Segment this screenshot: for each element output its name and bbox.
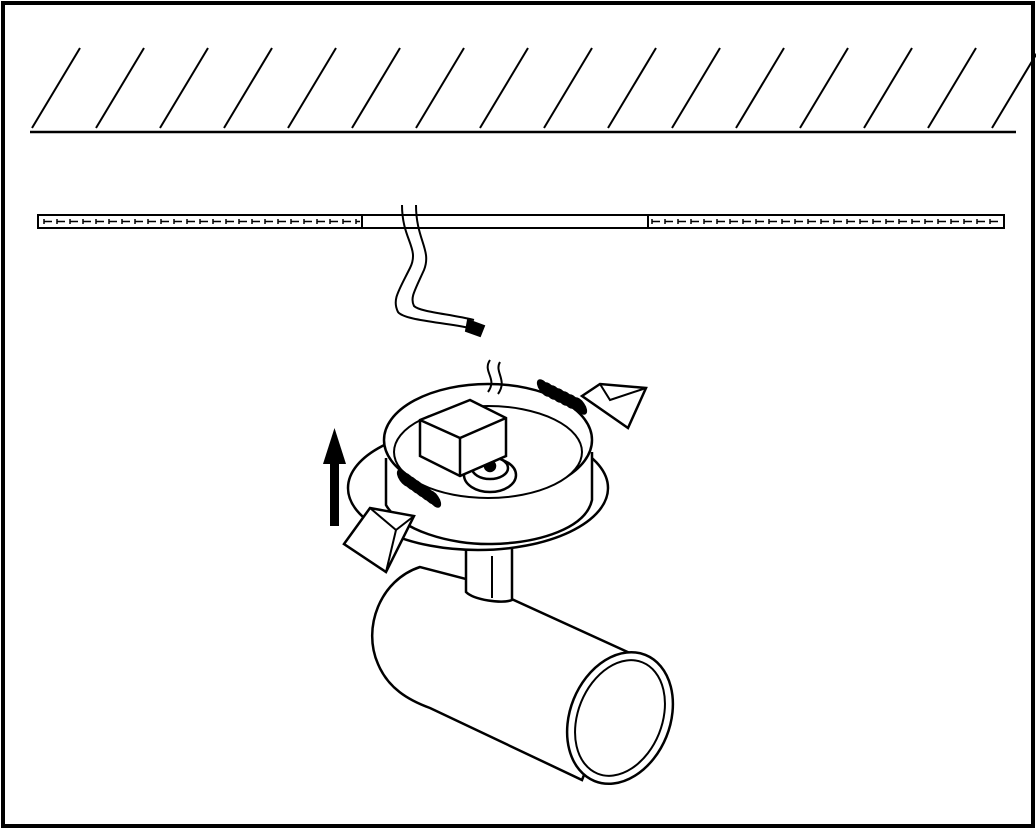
spring-clip-right [536,379,648,430]
spring-clip-left [342,469,442,574]
hatch-line [479,47,529,129]
false-ceiling-panel [37,214,1005,229]
spring-coil [572,397,588,415]
hatch-line [991,52,1036,129]
arrow-up-icon [323,428,346,526]
hatch-line [31,47,81,129]
hatch-line [415,47,465,129]
spring-coil [426,490,442,508]
hatch-line [607,47,657,129]
spotlight-tube [370,565,675,786]
hatch-line [351,47,401,129]
hatch-line [863,47,913,129]
hatch-line [95,47,145,129]
mains-cable [394,204,486,338]
hatch-line [159,47,209,129]
hatch-line [735,47,785,129]
hatch-line [543,47,593,129]
spotlight-stem [464,548,514,603]
hatch-line [799,47,849,129]
ceiling-hatching [31,47,1036,129]
hatch-line [927,47,977,129]
hatch-line [223,47,273,129]
hatch-line [671,47,721,129]
terminal-block [418,359,508,478]
hatch-line [287,47,337,129]
